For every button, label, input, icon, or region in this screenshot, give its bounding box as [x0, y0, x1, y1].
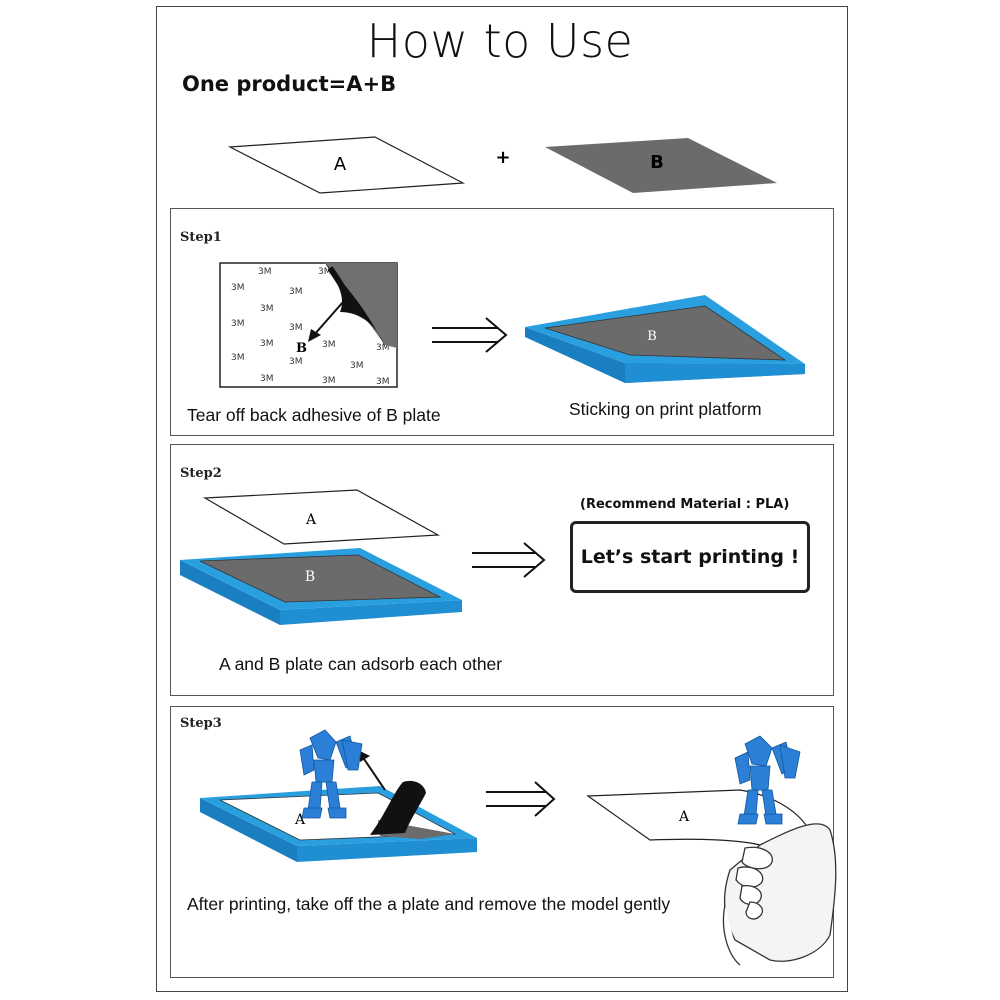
mark-3m: 3M: [322, 340, 336, 350]
step2-panel: [170, 444, 834, 696]
mark-3m: 3M: [289, 287, 303, 297]
plate-b-letter: B: [650, 152, 664, 173]
hand-illustration: [722, 823, 837, 966]
plate-a-letter: A: [678, 809, 690, 825]
double-arrow-icon: [432, 317, 508, 353]
backing-marks: 3M 3M 3M 3M 3M 3M 3M 3M 3M 3M 3M 3M 3M 3…: [231, 267, 390, 387]
mark-3m: 3M: [322, 376, 336, 386]
mark-3m: 3M: [318, 267, 332, 277]
step1-panel: [170, 208, 834, 436]
step1-caption-left: Tear off back adhesive of B plate: [187, 405, 441, 425]
mark-3m: 3M: [231, 319, 245, 329]
mark-3m: 3M: [289, 323, 303, 333]
plate-a-letter: A: [334, 154, 347, 175]
mark-3m: 3M: [231, 353, 245, 363]
mark-3m: 3M: [258, 267, 272, 277]
plate-b-shape: [545, 138, 777, 193]
plate-a-letter: A: [305, 512, 317, 528]
peeling-plate-flap: [370, 780, 426, 835]
double-arrow-icon: [486, 781, 556, 817]
step2-caption: A and B plate can adsorb each other: [219, 654, 503, 674]
print-platform-with-b: [180, 548, 462, 625]
plate-a-outline: [227, 136, 466, 194]
plate-a-floating: [202, 489, 441, 545]
mark-3m: 3M: [231, 283, 245, 293]
step2-label: Step2: [180, 466, 222, 481]
mark-3m: 3M: [260, 339, 274, 349]
printed-model-figure: [299, 729, 363, 819]
step3-label: Step3: [180, 716, 222, 731]
mark-3m: 3M: [376, 343, 390, 353]
step1-label: Step1: [180, 230, 222, 245]
print-platform-b: [525, 295, 805, 383]
sheet-letter-b: B: [296, 341, 307, 356]
peel-arrow-line: [313, 301, 344, 336]
page-frame: [156, 6, 848, 992]
plus-sign: +: [495, 147, 510, 168]
removed-model-figure: [734, 735, 801, 825]
double-arrow-icon: [472, 542, 546, 578]
mark-3m: 3M: [376, 377, 390, 387]
mark-3m: 3M: [289, 357, 303, 367]
mark-3m: 3M: [260, 374, 274, 384]
mark-3m: 3M: [260, 304, 274, 314]
platform-letter-b: B: [647, 329, 657, 344]
start-printing-text: Let’s start printing !: [580, 546, 800, 568]
mark-3m: 3M: [350, 361, 364, 371]
start-printing-box: Let’s start printing !: [570, 521, 810, 593]
step3-caption: After printing, take off the a plate and…: [187, 894, 671, 914]
plate-b-letter: B: [305, 569, 315, 585]
step1-caption-right: Sticking on print platform: [569, 399, 762, 419]
recommend-material-note: (Recommend Material : PLA): [580, 497, 790, 512]
page-title: How to Use: [366, 14, 634, 68]
lift-arrow-line: [361, 755, 386, 791]
product-formula: One product=A+B: [182, 72, 397, 96]
peel-arrow-head: [308, 329, 321, 342]
